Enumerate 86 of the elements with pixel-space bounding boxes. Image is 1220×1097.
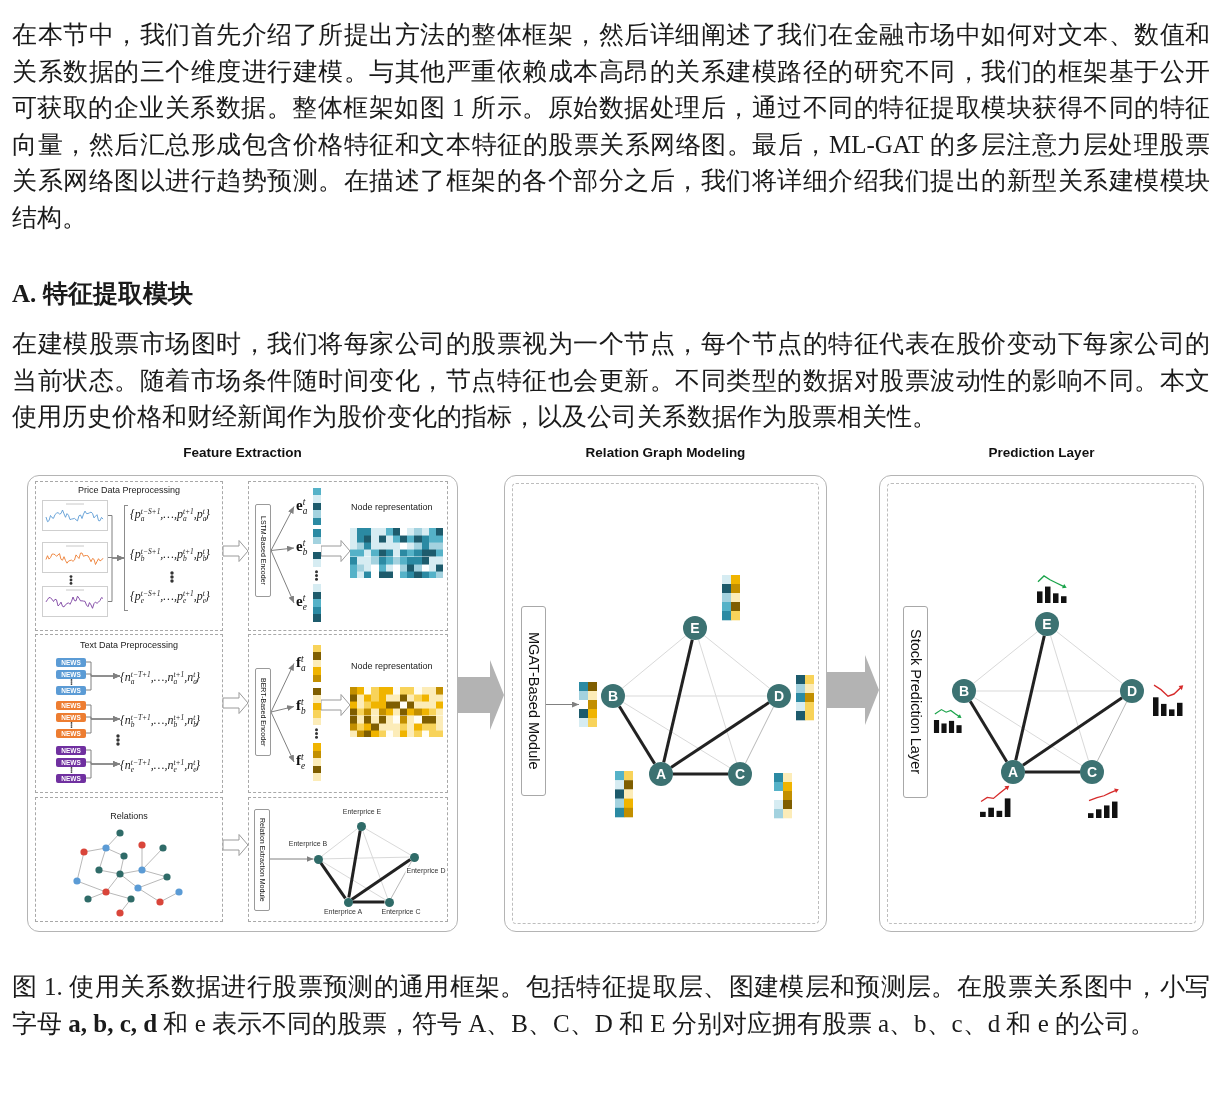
block-arrow (827, 655, 879, 725)
graph-edge (618, 705, 656, 765)
panel-title: Prediction Layer (988, 445, 1095, 461)
graph-node: E (1035, 612, 1059, 636)
graph-node: C (728, 762, 752, 786)
formula: {n$_{e}$$^{t−T+1}$,…,n$_{e}$$^{t+1}$,n$_{e}$$^{t}$} (120, 755, 216, 774)
graph-edge (973, 696, 1083, 767)
graph-edge (1055, 630, 1124, 685)
arrow (107, 555, 125, 602)
arrow (85, 716, 121, 734)
graph-edge (1014, 635, 1046, 761)
graph-edge (347, 830, 362, 898)
graph-edge (698, 639, 737, 763)
formula: {p$_{e}$$^{t−S+1}$,…,p$_{e}$$^{t+1}$,p$_{e}$$^{t}$} (130, 590, 210, 605)
graph-edge (321, 828, 358, 857)
heatmap-title: Node representation (351, 501, 433, 513)
arrow (270, 705, 295, 713)
block-arrow (222, 540, 249, 562)
arrow (545, 701, 580, 708)
caption: 图 1. 使用关系数据进行股票预测的通用框架。包括特征提取层、图建模层和预测层。在股票关系图中，小写字母 a, b, c, d 和 e 表示不同的股票，符号 A、B、C、D 和 E 分别对应拥有股票 a、b、c、d 和 e 的公司。 (12, 972, 1210, 1039)
graph-node: B (952, 679, 976, 703)
arrow (85, 673, 121, 691)
arrow (270, 545, 295, 552)
graph-edge (621, 635, 687, 689)
block-arrow (222, 834, 249, 856)
graph-edge (703, 635, 771, 689)
arrow (270, 711, 295, 763)
graph-edge (1022, 696, 1123, 767)
graph-edge (364, 827, 411, 856)
arrow (270, 506, 295, 551)
graph-node: B (601, 684, 625, 708)
graph-node: A (1001, 760, 1025, 784)
block-arrow (320, 694, 351, 716)
arrow (269, 856, 314, 862)
line-chart (42, 500, 108, 531)
graph-edge (1050, 635, 1089, 761)
paragraph: 在本节中，我们首先介绍了所提出方法的整体框架，然后详细阐述了我们在金融市场中如何对文本、数值和关系数据的三个维度进行建模。与其他严重依赖成本高昂的关系建模路径的研究不同，我们的框架基于公开可获取的企业关系数据。整体框架如图 1 所示。原始数据处理后，通过不同的特征提取模块获得不同的特征向量，然后汇总形成包含价格特征和文本特征的股票关系网络图。最后，ML-GAT 的多层注意力层处理股票关系网络图以进行趋势预测。在描述了框架的各个部分之后，我们将详细介绍我们提出的新型关系建模模块结构。 (12, 20, 1210, 233)
graph-node: D (1120, 679, 1144, 703)
paragraph: 在建模股票市场图时，我们将每家公司的股票视为一个节点，每个节点的特征代表在股价变动下每家公司的当前状态。随着市场条件随时间变化，节点特征也会更新。不同类型的数据对股票波动性的影响不同。本文使用历史价格和财经新闻作为股价变化的指标，以及公司关系数据作为股票相关性。 (12, 329, 1210, 433)
arrow (270, 663, 295, 713)
graph-node: C (1080, 760, 1104, 784)
graph-node: D (767, 684, 791, 708)
dashed-box (35, 634, 223, 793)
graph-edge (390, 860, 413, 899)
box-title: Relations (110, 810, 148, 822)
panel-title: Relation Graph Modeling (585, 445, 746, 461)
graph-edge (319, 861, 347, 900)
arrow (270, 550, 295, 604)
graph-edge (1096, 701, 1128, 762)
graph-edge (1025, 770, 1080, 774)
block-arrow (458, 660, 504, 730)
graph-edge (622, 701, 731, 769)
line-chart (42, 586, 108, 617)
graph-edge (972, 631, 1039, 684)
panel-title: Feature Extraction (183, 445, 302, 461)
arrow (85, 761, 121, 779)
graph-edge (350, 858, 412, 901)
line-chart (42, 542, 108, 573)
graph-edge (322, 856, 410, 860)
formula: {n$_{a}$$^{t−T+1}$,…,n$_{a}$$^{t+1}$,n$_{a}$$^{t}$} (120, 667, 216, 686)
formula: {n$_{b}$$^{t−T+1}$,…,n$_{b}$$^{t+1}$,n$_{b}$$^{t}$} (120, 710, 216, 729)
graph-edge (744, 706, 775, 764)
block-arrow (222, 692, 249, 714)
box-title: Price Data Preprocessing (78, 484, 180, 496)
feature-vector (579, 682, 597, 727)
dashed-box (248, 797, 448, 922)
module-box: Stock Prediction Layer (903, 606, 928, 798)
formula: {p$_{a}$$^{t−S+1}$,…,p$_{a}$$^{t+1}$,p$_{a}$$^{t}$} (130, 508, 210, 523)
block-arrow (320, 540, 351, 562)
section-heading: A. 特征提取模块 (12, 279, 193, 309)
graph-edge (662, 639, 694, 763)
box-title: Text Data Preprocessing (80, 639, 178, 651)
dashed-box (248, 481, 448, 631)
graph-edge (673, 772, 728, 776)
dashed-box (248, 634, 448, 793)
graph-edge (670, 701, 770, 769)
graph-edge (968, 700, 1009, 763)
module-box: MGAT-Based Module (521, 606, 546, 796)
graph-edge (321, 860, 386, 901)
dashed-box (35, 481, 223, 631)
graph-node: A (649, 762, 673, 786)
formula: {p$_{b}$$^{t−S+1}$,…,p$_{b}$$^{t+1}$,p$_{b}$$^{t}$} (130, 548, 210, 563)
graph-edge (362, 829, 388, 899)
graph-edge (352, 900, 385, 904)
heatmap-title: Node representation (351, 660, 433, 672)
graph-node: E (683, 616, 707, 640)
